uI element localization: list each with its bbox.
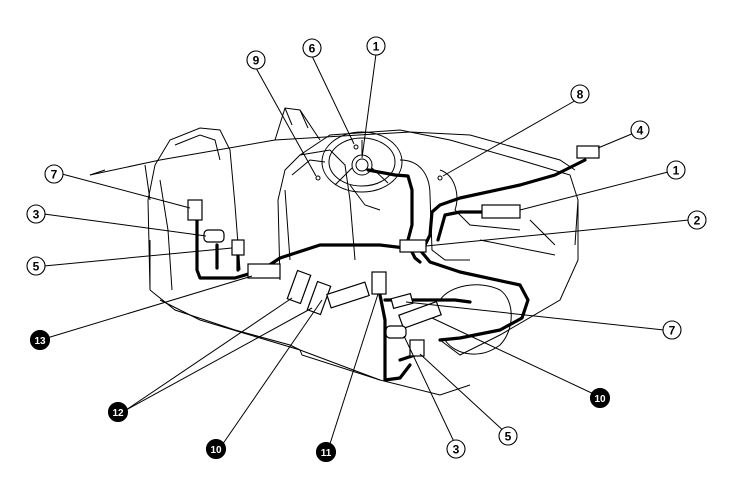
- windshield-line: [89, 131, 576, 176]
- svg-text:2: 2: [694, 214, 701, 228]
- right-door-trim: [479, 219, 556, 256]
- component-rear-seat-sensor: [187, 199, 203, 221]
- callout-11: 11: [315, 441, 337, 463]
- leader-5-bottom: [419, 353, 508, 435]
- rear-seat-cushion: [149, 289, 301, 351]
- right-door-panel: [439, 200, 579, 356]
- component-13-unit: [247, 263, 281, 279]
- left-quarter-panel: [89, 164, 151, 290]
- components: [187, 145, 600, 357]
- svg-text:5: 5: [505, 430, 512, 444]
- callout-9: 9: [246, 50, 266, 70]
- callouts: 1 6 9 8 4 1 7 3 5 2 13 7: [26, 36, 707, 463]
- callout-3-bottom: 3: [446, 439, 466, 459]
- leader-10-right: [431, 317, 599, 397]
- leader-12a: [125, 297, 293, 411]
- svg-text:10: 10: [210, 445, 222, 456]
- callout-5-bottom: 5: [498, 426, 518, 446]
- callout-13: 13: [29, 329, 51, 351]
- harness-console-to-airbag-module: [436, 210, 487, 242]
- callout-5-left: 5: [26, 256, 46, 276]
- front-seat-inner: [284, 159, 326, 261]
- component-4-module: [576, 145, 600, 159]
- leader-lines: [43, 53, 690, 451]
- svg-text:6: 6: [309, 42, 316, 56]
- floor-line: [159, 299, 471, 396]
- svg-text:5: 5: [33, 260, 40, 274]
- component-10-left: [326, 281, 370, 309]
- steering-wheel: [315, 131, 443, 211]
- component-1-dash-module: [481, 204, 521, 219]
- callout-12: 12: [107, 401, 129, 423]
- leader-7-right: [405, 301, 665, 331]
- rear-wheel-arch: [439, 284, 512, 355]
- leader-3-bottom: [403, 335, 457, 447]
- leader-4: [597, 132, 635, 149]
- svg-text:1: 1: [673, 164, 680, 178]
- svg-text:12: 12: [112, 408, 124, 419]
- callout-2: 2: [687, 210, 707, 230]
- callout-8: 8: [570, 84, 590, 104]
- leader-6: [311, 55, 355, 145]
- component-10-right: [398, 300, 442, 330]
- leader-2: [425, 219, 690, 247]
- center-console: [399, 159, 470, 261]
- svg-text:7: 7: [51, 168, 58, 182]
- svg-text:3: 3: [33, 208, 40, 222]
- leader-1-right: [519, 171, 669, 211]
- leader-9: [255, 67, 317, 177]
- leader-13: [46, 275, 253, 339]
- callout-1-top: 1: [366, 36, 386, 56]
- component-2-module: [399, 239, 427, 253]
- vehicle-interior-outline: [89, 107, 579, 396]
- component-rear-connector-3: [203, 229, 225, 243]
- callout-7-right: 7: [662, 320, 682, 340]
- a-pillar-inner: [284, 107, 309, 129]
- console-inner: [439, 169, 521, 231]
- callout-7-left: 7: [44, 164, 64, 184]
- svg-text:13: 13: [34, 336, 46, 347]
- component-7-front: [390, 292, 414, 310]
- callout-1-right: 1: [666, 160, 686, 180]
- leader-7-left: [61, 173, 191, 209]
- svg-text:1: 1: [373, 40, 380, 54]
- svg-text:8: 8: [577, 88, 584, 102]
- leader-11: [327, 293, 379, 451]
- component-front-connector-3: [385, 325, 407, 339]
- component-buckle-12b: [306, 280, 332, 316]
- leader-12b: [125, 307, 313, 411]
- rear-seat-back: [147, 127, 241, 291]
- floor-front: [299, 349, 381, 381]
- svg-text:10: 10: [594, 394, 606, 405]
- leader-5-left: [43, 247, 233, 267]
- callout-4: 4: [630, 120, 650, 140]
- callout-10-left: 10: [205, 438, 227, 460]
- svg-text:7: 7: [669, 324, 676, 338]
- rear-seat-back-inner: [159, 134, 221, 291]
- a-pillar: [274, 107, 321, 141]
- harness-floor-branch: [378, 293, 412, 382]
- callout-3-left: 3: [26, 204, 46, 224]
- svg-text:9: 9: [253, 54, 260, 68]
- component-rear-connector-5: [231, 239, 245, 256]
- harness-rear-seat-branch: [195, 218, 264, 280]
- leader-10-left: [219, 299, 323, 449]
- leader-1-top: [361, 53, 377, 159]
- svg-text:4: 4: [637, 124, 644, 138]
- front-seat-back: [277, 149, 356, 281]
- harness-main-loop: [260, 243, 530, 342]
- leader-3-left: [43, 213, 207, 237]
- harness-console-to-dash: [423, 158, 587, 247]
- leader-8: [442, 98, 579, 177]
- component-11-unit: [371, 271, 387, 295]
- callout-10-right: 10: [589, 387, 611, 409]
- component-buckle-12a: [286, 269, 312, 305]
- svg-text:11: 11: [321, 448, 332, 459]
- svg-text:3: 3: [453, 443, 460, 457]
- callout-6: 6: [302, 38, 322, 58]
- harness-steering-to-console: [366, 168, 414, 250]
